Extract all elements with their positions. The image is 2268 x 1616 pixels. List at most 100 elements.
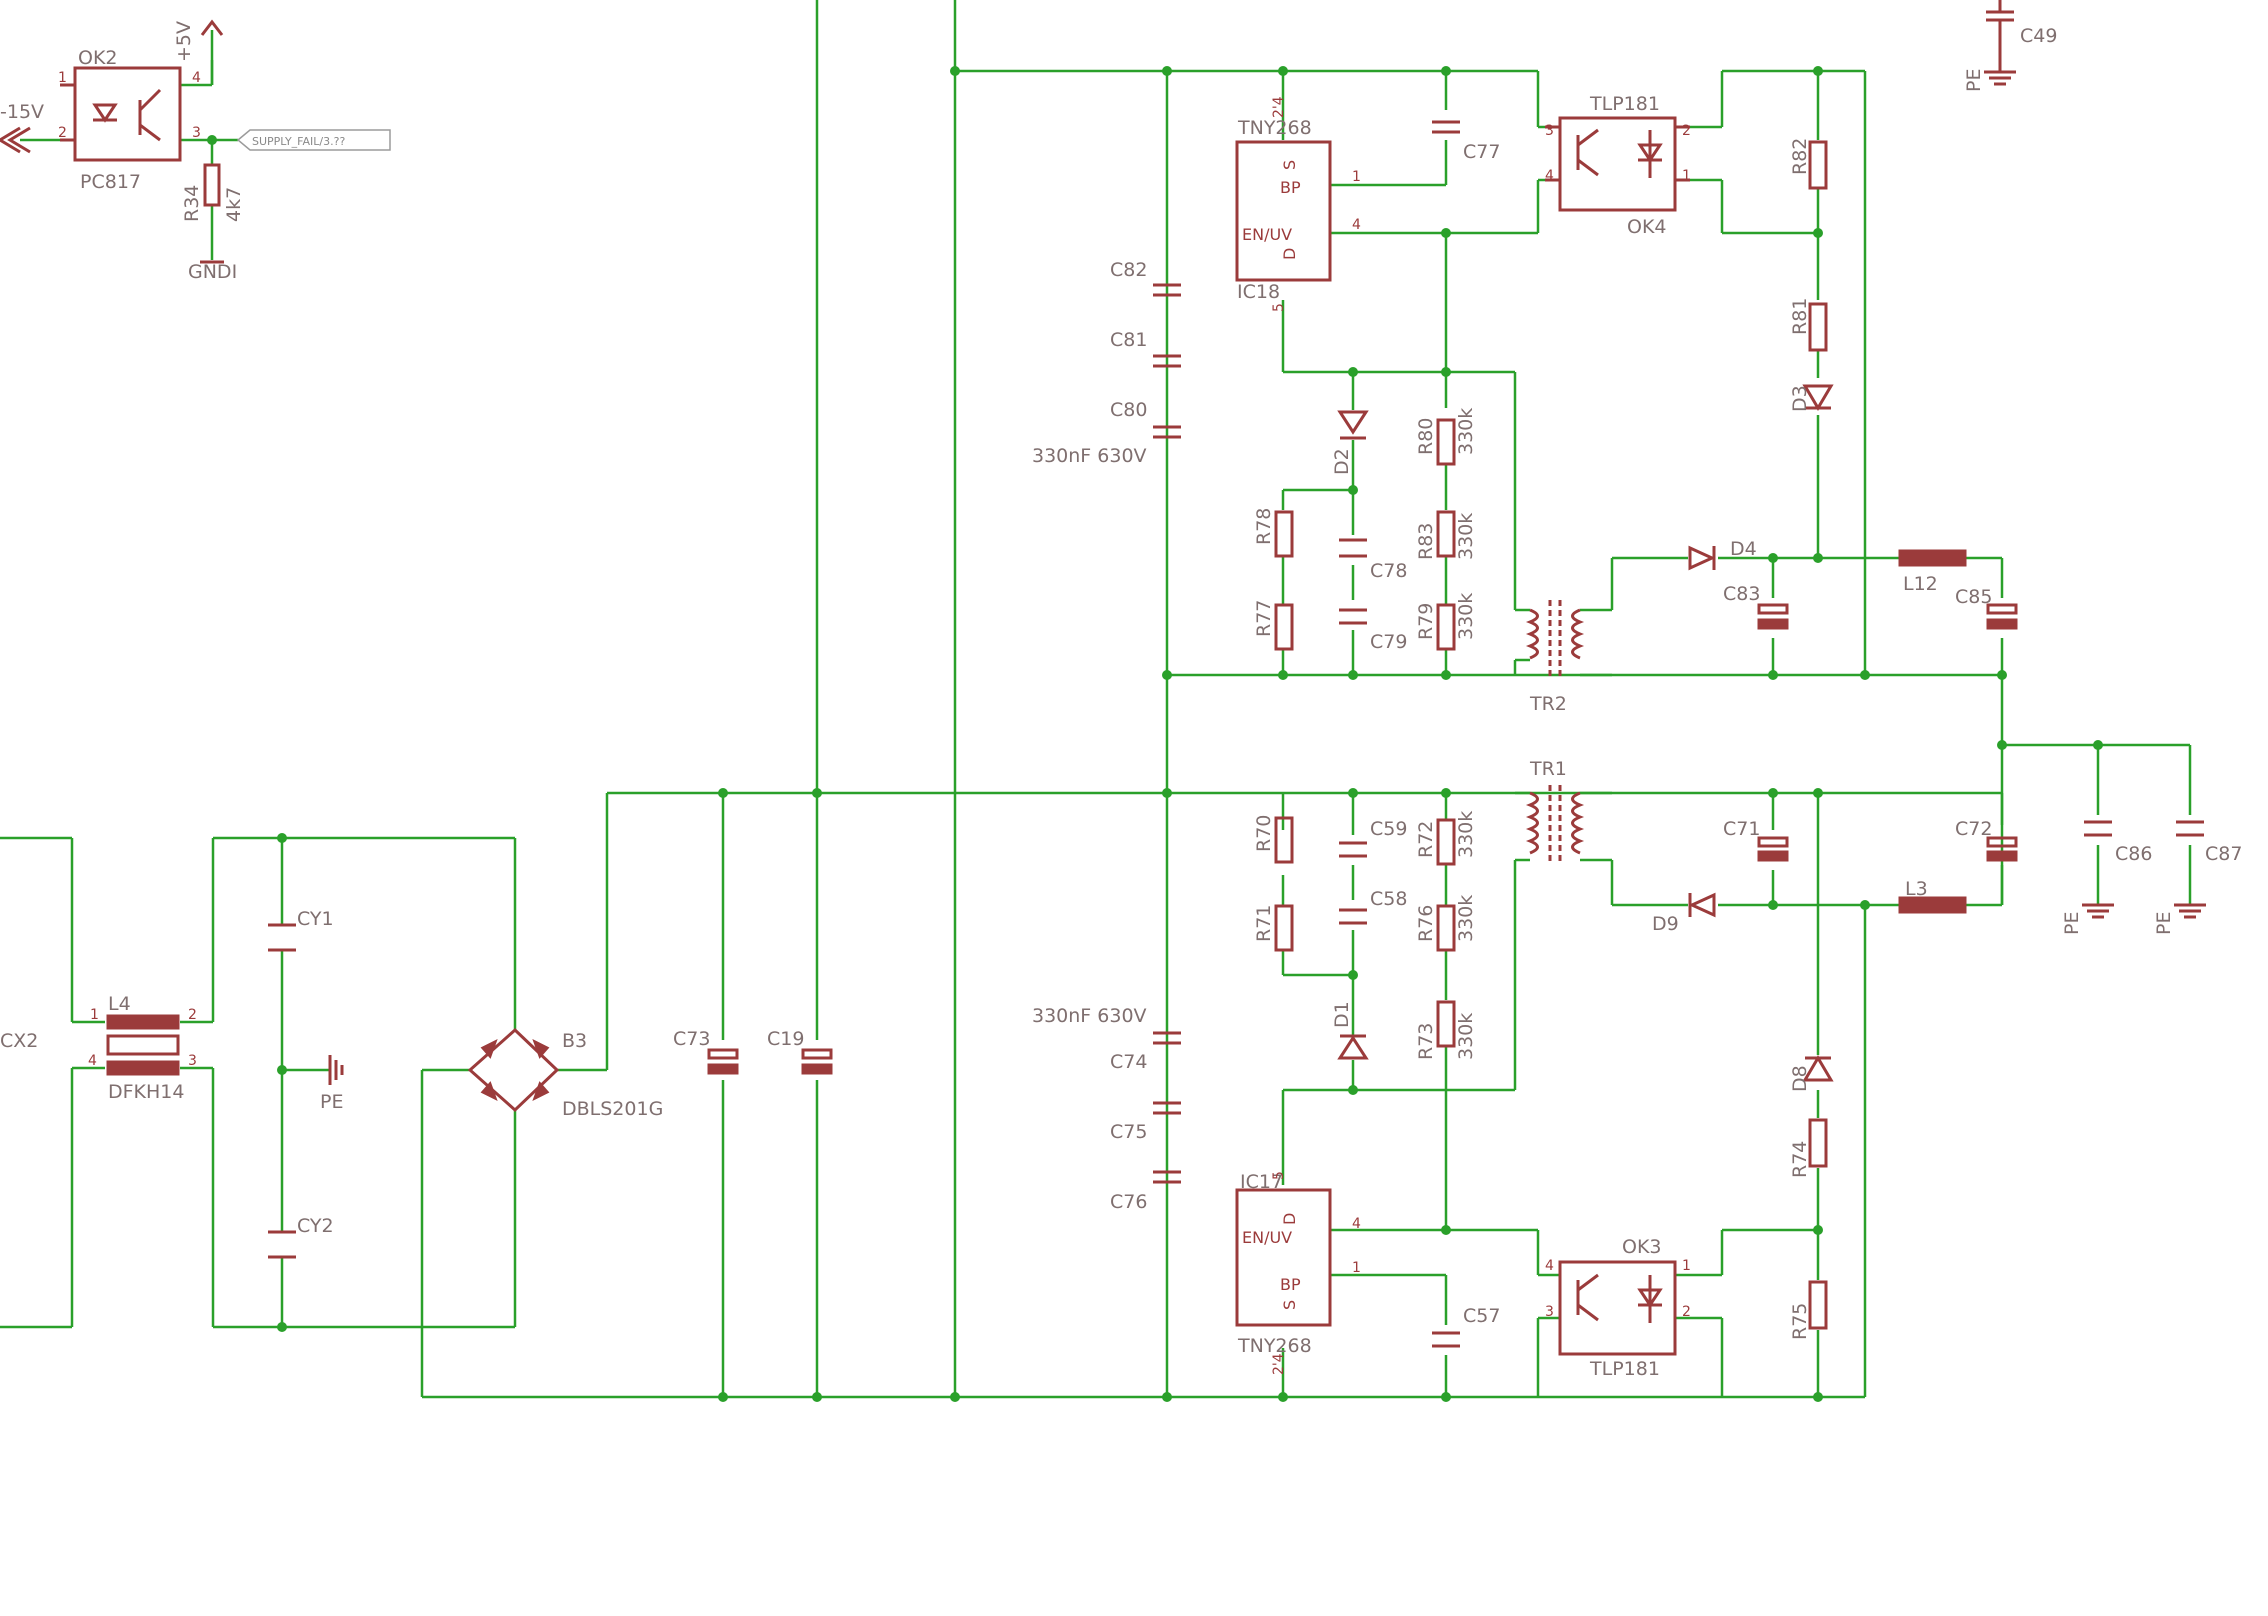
cy1-label: CY1	[297, 908, 334, 930]
ok3-label: OK3	[1622, 1236, 1662, 1258]
d8-label: D8	[1789, 1065, 1811, 1092]
junction-dot	[277, 1065, 287, 1075]
junction-dot	[1441, 228, 1451, 238]
r72-label: R72	[1415, 821, 1437, 858]
junction-dot	[1162, 670, 1172, 680]
c75-label: C75	[1110, 1121, 1147, 1143]
symbols	[0, 0, 2206, 1356]
junction-dot	[1348, 367, 1358, 377]
ic17-pin-en: EN/UV	[1242, 1228, 1292, 1247]
junction-dot	[1813, 1225, 1823, 1235]
d4-label: D4	[1730, 538, 1757, 560]
ic18-pin-d: D	[1280, 248, 1299, 260]
ok3-pin3-num: 3	[1545, 1304, 1554, 1320]
ok4-pin1-num: 1	[1682, 168, 1691, 184]
junction-dot	[1813, 553, 1823, 563]
junction-dot	[1997, 670, 2007, 680]
junction-dots	[207, 66, 2103, 1402]
c59-label: C59	[1370, 818, 1407, 840]
ok2-pin2: 2	[58, 125, 67, 141]
c82-label: C82	[1110, 259, 1147, 281]
c71-label: C71	[1723, 818, 1760, 840]
c19-label: C19	[767, 1028, 804, 1050]
junction-dot	[1278, 1392, 1288, 1402]
d3-label: D3	[1789, 385, 1811, 412]
r80-value: 330k	[1455, 408, 1477, 455]
c58-label: C58	[1370, 888, 1407, 910]
junction-dot	[1348, 1085, 1358, 1095]
ic18-part: TNY268	[1237, 117, 1312, 139]
tr2-label: TR2	[1529, 693, 1567, 715]
c79-label: C79	[1370, 631, 1407, 653]
ok3-pin4-num: 4	[1545, 1258, 1554, 1274]
c72-label: C72	[1955, 818, 1992, 840]
c86-pe-label: PE	[2061, 912, 2083, 935]
r82-label: R82	[1789, 138, 1811, 175]
r76-value: 330k	[1455, 895, 1477, 942]
junction-dot	[1813, 66, 1823, 76]
c74-label: C74	[1110, 1051, 1147, 1073]
junction-dot	[1278, 66, 1288, 76]
r81-label: R81	[1789, 298, 1811, 335]
junction-dot	[1162, 66, 1172, 76]
tr1-label: TR1	[1529, 758, 1567, 780]
ok3-pin1-num: 1	[1682, 1258, 1691, 1274]
ok2-pin1: 1	[58, 70, 67, 86]
junction-dot	[812, 1392, 822, 1402]
c80-label: C80	[1110, 399, 1147, 421]
c87-pe-label: PE	[2153, 912, 2175, 935]
ic18-pin-bp: BP	[1280, 178, 1301, 197]
wires	[0, 0, 2192, 1399]
r83-value: 330k	[1455, 513, 1477, 560]
junction-dot	[1768, 553, 1778, 563]
dfkh14-label: DFKH14	[108, 1081, 184, 1103]
r77-label: R77	[1253, 600, 1275, 637]
c81-label: C81	[1110, 329, 1147, 351]
ic18-pin4-num: 4	[1352, 217, 1361, 233]
r74-label: R74	[1789, 1141, 1811, 1178]
r71-label: R71	[1253, 905, 1275, 942]
ok4-pin4-num: 4	[1545, 168, 1554, 184]
ok3-pin2-num: 2	[1682, 1304, 1691, 1320]
r80-label: R80	[1415, 418, 1437, 455]
ic18-label: IC18	[1237, 281, 1280, 303]
r34-value: 4k7	[223, 187, 245, 222]
c49-label: C49	[2020, 25, 2057, 47]
r78-label: R78	[1253, 508, 1275, 545]
junction-dot	[1441, 1392, 1451, 1402]
supply-fail-text: SUPPLY_FAIL/3.??	[252, 135, 345, 148]
ok4-label: OK4	[1627, 216, 1667, 238]
c74-value: 330nF 630V	[1032, 1005, 1147, 1027]
l4-pin1: 1	[90, 1007, 99, 1023]
junction-dot	[718, 788, 728, 798]
supply-fail-net-label: SUPPLY_FAIL/3.??	[236, 129, 391, 151]
junction-dot	[1860, 900, 1870, 910]
junction-dot	[1813, 1392, 1823, 1402]
junction-dot	[1813, 788, 1823, 798]
r79-label: R79	[1415, 603, 1437, 640]
junction-dot	[1768, 900, 1778, 910]
c83-label: C83	[1723, 583, 1760, 605]
ic18-pin5-num: 5	[1271, 303, 1287, 312]
junction-dot	[1441, 66, 1451, 76]
ic18-pin1-num: 1	[1352, 169, 1361, 185]
junction-dot	[1441, 788, 1451, 798]
l4-pin2: 2	[188, 1007, 197, 1023]
pe-input-label: PE	[320, 1091, 343, 1113]
ok3-part: TLP181	[1589, 1358, 1660, 1380]
junction-dot	[1348, 788, 1358, 798]
junction-dot	[950, 1392, 960, 1402]
supply-pos-label: +5V	[173, 21, 195, 62]
c76-label: C76	[1110, 1191, 1147, 1213]
r73-value: 330k	[1455, 1013, 1477, 1060]
junction-dot	[1278, 670, 1288, 680]
junction-dot	[1162, 788, 1172, 798]
r72-value: 330k	[1455, 811, 1477, 858]
junction-dot	[812, 788, 822, 798]
ic17-pin-d: D	[1280, 1213, 1299, 1225]
d9-label: D9	[1652, 913, 1679, 935]
l4-label: L4	[108, 993, 131, 1015]
junction-dot	[718, 1392, 728, 1402]
junction-dot	[1813, 228, 1823, 238]
